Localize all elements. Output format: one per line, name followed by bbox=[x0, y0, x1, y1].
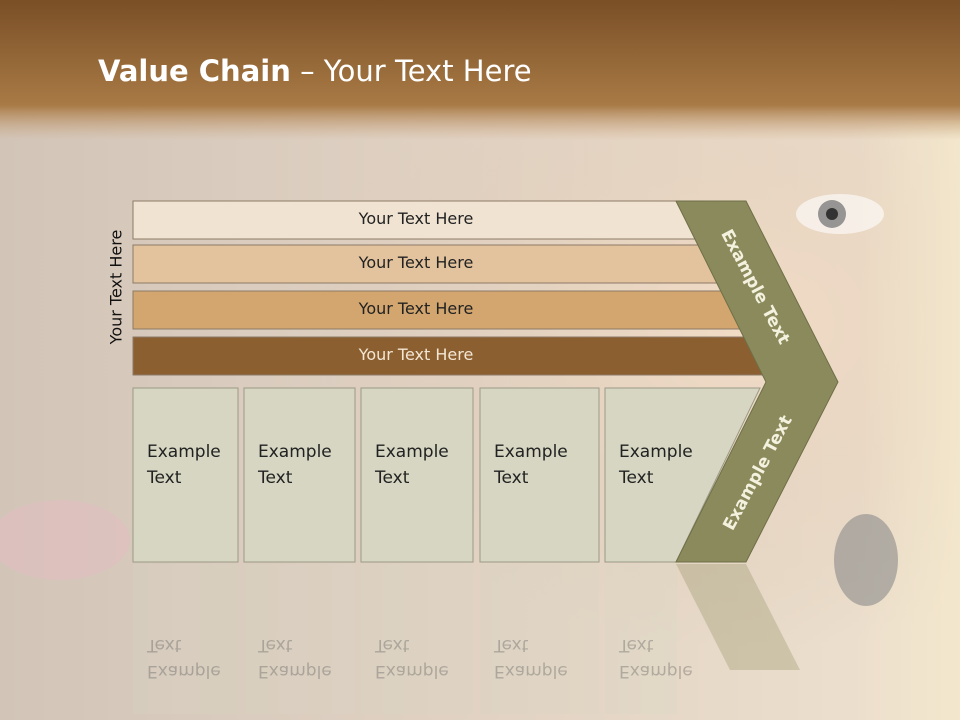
page-title: Value Chain – Your Text Here bbox=[98, 54, 532, 88]
chevron-arrow bbox=[675, 200, 839, 563]
chevron-reflection bbox=[676, 564, 800, 670]
bar-label-2: Your Text Here bbox=[358, 253, 474, 272]
cell-reflection-2 bbox=[244, 564, 355, 714]
cell-reflection-5 bbox=[605, 564, 677, 714]
bar-label-1: Your Text Here bbox=[358, 209, 474, 228]
cell-3 bbox=[360, 387, 474, 563]
cell-4 bbox=[479, 387, 600, 563]
cell-reflection-4 bbox=[480, 564, 599, 714]
cell-reflection-1 bbox=[133, 564, 238, 714]
bar-label-3: Your Text Here bbox=[358, 299, 474, 318]
cell-2 bbox=[243, 387, 356, 563]
bar-label-4: Your Text Here bbox=[358, 345, 474, 364]
cell-reflection-3 bbox=[361, 564, 473, 714]
cell-1 bbox=[132, 387, 239, 563]
